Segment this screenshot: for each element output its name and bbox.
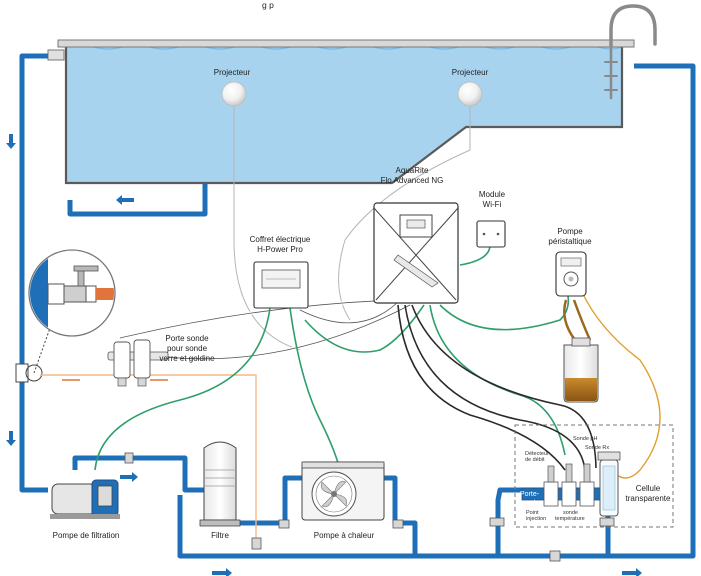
magnifier-icon	[28, 249, 116, 337]
filtre: Filtre	[199, 441, 241, 540]
arrow-right-icon	[622, 568, 642, 576]
pool-ladder-icon	[604, 4, 657, 100]
coffret-label-2: H-Power Pro	[257, 245, 303, 254]
sonde-temperature-label-2: température	[555, 516, 585, 522]
cellule-label-1: Cellule	[636, 484, 661, 493]
peristaltic-pump: Pompe péristaltique	[548, 227, 592, 297]
skimmer	[47, 49, 65, 61]
pipe-fittings	[124, 452, 615, 562]
arrow-down-icon	[6, 431, 16, 446]
point-injection-label-2: injection	[526, 516, 546, 522]
sensor-cell-zone: Sonde pH Sonde Rx Détecteur de débit Por…	[514, 424, 674, 528]
porte-sonde-label-2: sonde	[520, 500, 539, 507]
sonde-temperature-label-1: sonde	[563, 510, 578, 516]
aquarite-label-2: Flo Advanced NG	[381, 176, 444, 185]
pompe-filtration: Pompe de filtration	[50, 479, 120, 540]
coffret-label-1: Coffret électrique	[250, 235, 311, 244]
arrow-right-icon	[212, 568, 232, 576]
pipework	[19, 53, 696, 559]
pompe-chaleur-label: Pompe à chaleur	[314, 531, 375, 540]
coffret-electrique: Coffret électrique H-Power Pro	[250, 235, 311, 309]
pompe-filtration-label: Pompe de filtration	[53, 531, 120, 540]
pool-coping	[57, 39, 635, 48]
sonde-rx-label: Sonde Rx	[585, 445, 609, 451]
chemical-tank	[563, 337, 599, 403]
porte-label-2: pour sonde	[167, 344, 208, 353]
point-injection-label-1: Point	[526, 510, 539, 516]
projector-right-label: Projecteur	[452, 68, 489, 77]
projector-left-label: Projecteur	[214, 68, 251, 77]
cellule-label-2: transparente	[626, 494, 671, 503]
wifi-label-2: Wi-Fi	[483, 200, 502, 209]
aquarite-label-1: AquaRite	[396, 166, 429, 175]
pompe-a-chaleur: Pompe à chaleur	[301, 461, 385, 540]
projector-cable-right	[338, 106, 471, 321]
peristaltic-label-1: Pompe	[557, 227, 583, 236]
arrow-down-icon	[6, 134, 16, 149]
pool-basin	[47, 39, 635, 185]
porte-sonde-label-1: Porte-	[520, 491, 540, 498]
aquarite-controller: AquaRite Flo Advanced NG	[373, 166, 459, 304]
porte-sonde-verre: Porte sonde pour sonde verre et goldine	[107, 334, 215, 387]
peristaltic-label-2: péristaltique	[548, 237, 592, 246]
porte-label-3: verre et goldine	[159, 354, 215, 363]
detecteur-label-1: Détecteur	[525, 451, 549, 457]
detecteur-label-2: de débit	[525, 457, 545, 463]
porte-label-1: Porte sonde	[165, 334, 209, 343]
sonde-ph-label: Sonde pH	[573, 436, 597, 442]
projector-cable-left	[233, 106, 301, 351]
wifi-module: Module Wi-Fi	[476, 190, 506, 248]
wifi-label-1: Module	[479, 190, 506, 199]
fan-icon	[311, 471, 357, 517]
header-cut-text: g p	[262, 0, 274, 10]
arrow-left-icon	[116, 195, 134, 205]
orange-sensor-line	[40, 374, 257, 545]
arrow-right-icon	[120, 472, 138, 482]
filtre-label: Filtre	[211, 531, 229, 540]
